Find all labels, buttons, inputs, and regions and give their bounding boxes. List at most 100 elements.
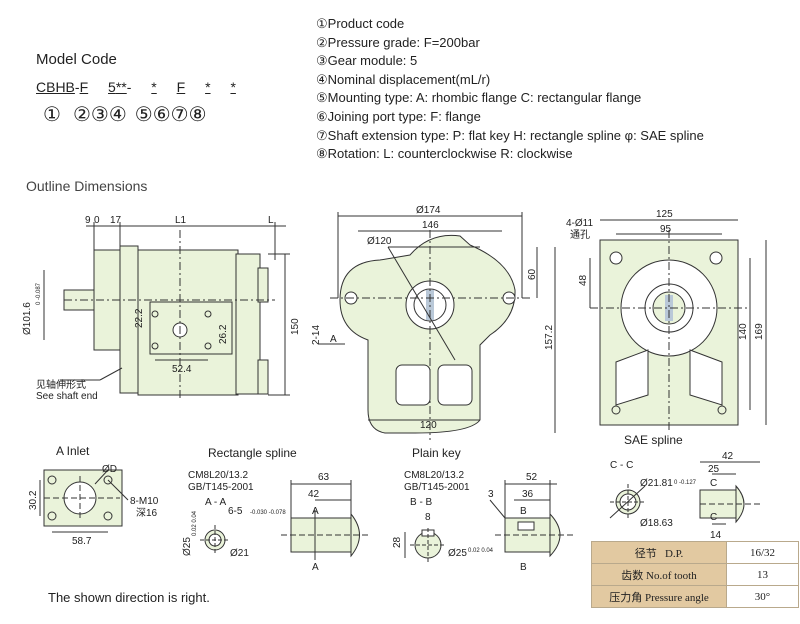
table-value: 13 xyxy=(726,563,799,586)
rect-63: 63 xyxy=(318,472,330,483)
legend-line-5: ⑤Mounting type: A: rhombic flange C: rec… xyxy=(316,90,642,106)
code-part-6: F xyxy=(176,79,186,95)
key-arrow-top: B xyxy=(520,506,527,517)
code-part-8: * xyxy=(230,79,236,95)
shaft-note-cn: 见轴伸形式 xyxy=(36,378,86,391)
legend-line-4: ④Nominal displacement(mL/r) xyxy=(316,71,491,87)
table-row: 径节 D.P. 16/32 xyxy=(591,541,799,564)
dim-d101: Ø101.6 xyxy=(22,302,33,335)
rect-spline-spec: 6-5 xyxy=(228,506,243,517)
dim-60: 60 xyxy=(527,268,538,280)
legend-line-6: ⑥Joining port type: F: flange xyxy=(316,108,481,124)
dim-140: 140 xyxy=(738,323,749,340)
key-36: 36 xyxy=(522,489,534,500)
table-value: 30° xyxy=(726,585,799,608)
inlet-bolt: 8-M10 xyxy=(130,496,159,507)
sae-42: 42 xyxy=(722,451,734,462)
dim-26-2: 26.2 xyxy=(218,324,229,344)
rect-std1: CM8L20/13.2 xyxy=(188,470,248,481)
front-view xyxy=(318,212,556,440)
dim-48: 48 xyxy=(578,274,589,286)
dim-52-4: 52.4 xyxy=(172,364,192,375)
key-section: B - B xyxy=(410,497,433,508)
dim-l: L xyxy=(268,215,274,226)
sae-spline-view xyxy=(609,461,760,525)
key-std2: GB/T145-2001 xyxy=(404,482,470,493)
key-3: 3 xyxy=(488,489,494,500)
rect-arrow-bottom: A xyxy=(312,562,319,573)
key-std1: CM8L20/13.2 xyxy=(404,470,464,481)
dim-169: 169 xyxy=(754,323,765,340)
table-key: 齿数 No.of tooth xyxy=(591,563,727,586)
sae-section: C - C xyxy=(610,460,633,471)
inlet-view xyxy=(39,469,129,533)
rect-arrow-top: A xyxy=(312,506,319,517)
sae-d2181-tol: 0 -0.127 xyxy=(674,480,697,486)
rect-spline-title: Rectangle spline xyxy=(208,446,297,460)
legend-line-3: ③Gear module: 5 xyxy=(316,53,418,69)
code-part-3: 5 xyxy=(108,79,116,95)
code-separator: - xyxy=(74,79,80,95)
dim-holes-cn: 通孔 xyxy=(570,229,590,241)
code-num-1: ① xyxy=(43,104,61,126)
key-28: 28 xyxy=(392,536,403,548)
shaft-note-en: See shaft end xyxy=(36,391,98,402)
dim-0: 0 xyxy=(94,215,100,226)
key-d25: Ø25 xyxy=(448,548,467,559)
table-key: 径节 D.P. xyxy=(591,541,727,564)
code-part-5: * xyxy=(151,79,157,95)
inlet-58-7: 58.7 xyxy=(72,536,92,547)
sae-25: 25 xyxy=(708,464,720,475)
code-num-6: ⑥ xyxy=(152,104,171,126)
sae-spline-table: 径节 D.P. 16/32 齿数 No.of tooth 13 压力角 Pres… xyxy=(591,541,799,608)
code-num-2: ② xyxy=(72,104,91,126)
code-num-4: ④ xyxy=(108,104,127,126)
code-part-1: CBHB xyxy=(36,79,75,95)
rect-section: A - A xyxy=(205,497,226,508)
outline-title: Outline Dimensions xyxy=(26,178,148,194)
dim-9: 9 xyxy=(85,215,91,226)
dim-150: 150 xyxy=(290,318,301,335)
side-view xyxy=(43,222,290,400)
direction-note: The shown direction is right. xyxy=(48,590,210,605)
arrow-a: A xyxy=(330,334,337,345)
rect-42: 42 xyxy=(308,489,320,500)
dim-120: 120 xyxy=(420,420,437,431)
dim-d101-tol: 0 -0.087 xyxy=(36,282,42,305)
dim-120c: Ø120 xyxy=(367,236,392,247)
rect-spline-view xyxy=(200,480,370,560)
table-value: 16/32 xyxy=(726,541,799,564)
dim-22-2: 22.2 xyxy=(134,308,145,328)
code-part-7: * xyxy=(205,79,211,95)
plain-key-view xyxy=(404,480,575,562)
dim-l1: L1 xyxy=(175,215,187,226)
code-num-7: ⑦ xyxy=(170,104,189,126)
rect-std2: GB/T145-2001 xyxy=(188,482,254,493)
dim-95: 95 xyxy=(660,224,672,235)
code-part-4: ** xyxy=(115,79,127,95)
dim-2-14: 2-14 xyxy=(311,325,322,345)
rect-spline-tol: -0.030 -0.078 xyxy=(250,510,286,516)
model-code-string: CBHB-F 5**- * F * * xyxy=(36,79,236,95)
key-d25-tol: 0.02 0.04 xyxy=(468,548,494,554)
inlet-30-2: 30.2 xyxy=(28,490,39,510)
dim-holes: 4-Ø11 xyxy=(566,218,593,229)
model-code-title: Model Code xyxy=(36,51,117,68)
sae-arrow-top: C xyxy=(710,478,717,489)
code-separator: - xyxy=(126,79,132,95)
inlet-title: A Inlet xyxy=(56,444,90,458)
legend-line-2: ②Pressure grade: F=200bar xyxy=(316,34,480,50)
table-key: 压力角 Pressure angle xyxy=(591,585,727,608)
legend-line-1: ①Product code xyxy=(316,16,405,31)
legend-line-8: ⑧Rotation: L: counterclockwise R: clockw… xyxy=(316,146,573,162)
table-row: 齿数 No.of tooth 13 xyxy=(591,563,799,586)
code-num-5: ⑤ xyxy=(134,104,153,126)
code-part-2: F xyxy=(79,79,89,95)
dim-17: 17 xyxy=(110,215,122,226)
table-row: 压力角 Pressure angle 30° xyxy=(591,585,799,608)
key-8: 8 xyxy=(425,512,431,523)
code-legend: ①Product code ②Pressure grade: F=200bar … xyxy=(316,15,796,164)
code-num-3: ③ xyxy=(90,104,109,126)
